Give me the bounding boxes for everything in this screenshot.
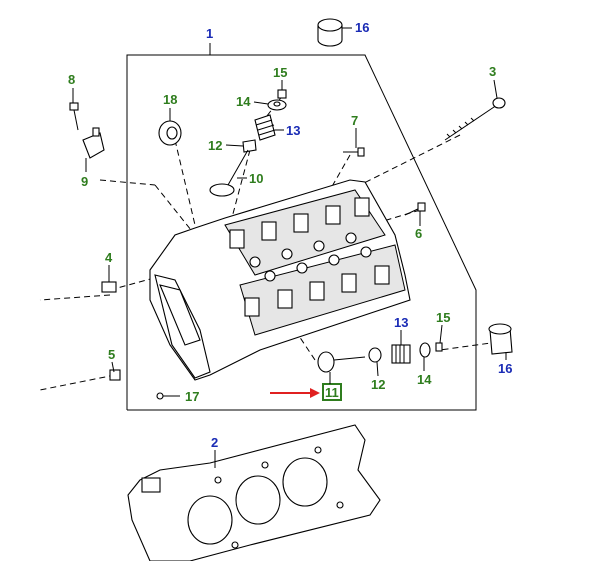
cylinder-head-gasket (127, 424, 381, 561)
cylinder-head (149, 179, 411, 381)
valve-stem-seal-top (242, 139, 257, 153)
valve-collet-top (277, 89, 287, 99)
callout-14-top[interactable]: 14 (236, 94, 251, 109)
callout-2[interactable]: 2 (211, 435, 218, 450)
callout-18[interactable]: 18 (163, 92, 177, 107)
valve-bores (249, 232, 372, 282)
leader-15b (439, 324, 443, 344)
callout-1[interactable]: 1 (206, 26, 213, 41)
spring-retainer-top (267, 99, 287, 111)
valve-top (209, 149, 249, 197)
callout-12-top[interactable]: 12 (208, 138, 222, 153)
highlight-box-11 (322, 383, 342, 401)
dash-line-10 (229, 149, 251, 226)
callout-3[interactable]: 3 (489, 64, 496, 79)
callout-16-top[interactable]: 16 (355, 20, 369, 35)
valve-stem-seal-12 (368, 347, 382, 363)
dash-line-4 (39, 294, 111, 301)
head-bolt-3 (444, 97, 506, 141)
callout-7[interactable]: 7 (351, 113, 358, 128)
dash-line-7 (329, 154, 351, 191)
sensor-bolt-8 (69, 102, 79, 131)
leader-3 (493, 79, 498, 99)
leader-14a (253, 101, 269, 105)
callout-14-bottom[interactable]: 14 (417, 372, 432, 387)
callout-12-bottom[interactable]: 12 (371, 377, 385, 392)
callout-6[interactable]: 6 (415, 226, 422, 241)
cam-bearing-caps (229, 197, 390, 317)
tappet-bucket-16 (488, 323, 513, 355)
assembly-frame (126, 54, 477, 411)
stud-5 (109, 369, 121, 381)
callout-9[interactable]: 9 (81, 174, 88, 189)
dash-line-9b (154, 184, 196, 236)
dowel-17 (156, 392, 180, 400)
callout-8[interactable]: 8 (68, 72, 75, 87)
callout-10[interactable]: 10 (249, 171, 263, 186)
leader-12a (225, 144, 244, 147)
valve-spring-13 (391, 344, 411, 364)
callout-11[interactable]: 11 (325, 385, 339, 400)
callout-5[interactable]: 5 (108, 347, 115, 362)
callout-15-bottom[interactable]: 15 (436, 310, 450, 325)
stud-4 (101, 281, 117, 293)
bolt-7 (343, 147, 365, 157)
valve-11 (317, 351, 366, 373)
dash-line-5 (39, 374, 116, 391)
callout-16-bottom[interactable]: 16 (498, 361, 512, 376)
callout-15-top[interactable]: 15 (273, 65, 287, 80)
leader-5 (111, 361, 115, 373)
callout-17[interactable]: 17 (185, 389, 199, 404)
sensor-9 (82, 127, 105, 159)
callout-13-top[interactable]: 13 (286, 123, 300, 138)
highlight-arrow (270, 388, 320, 398)
valve-spring-top (254, 114, 276, 141)
dash-line-18 (174, 139, 196, 226)
tappet-bucket-top (317, 18, 343, 47)
camshaft-seal-plug (158, 120, 182, 146)
dash-line-valve (439, 341, 499, 351)
callout-4[interactable]: 4 (105, 250, 113, 265)
leader-12b (376, 361, 379, 377)
spring-retainer-14 (419, 342, 431, 358)
valve-collet-15 (435, 342, 443, 352)
dash-line-11 (294, 329, 316, 361)
callout-13-bottom[interactable]: 13 (394, 315, 408, 330)
bolt-6 (404, 202, 426, 216)
